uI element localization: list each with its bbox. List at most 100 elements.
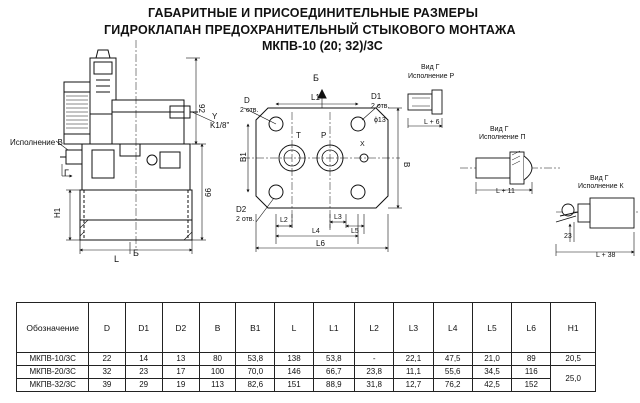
table-cell: 70,0 xyxy=(235,365,276,379)
col-header: D1 xyxy=(124,302,163,353)
table-header-row: Обозначение D D1 D2 B B1 L L1 L2 L3 L4 L… xyxy=(15,302,596,353)
page-title-line-1: ГАБАРИТНЫЕ И ПРИСОЕДИНИТЕЛЬНЫЕ РАЗМЕРЫ xyxy=(148,6,479,20)
table-cell: 39 xyxy=(88,378,126,392)
table-cell: 100 xyxy=(198,365,237,379)
side-view-dimensions xyxy=(55,57,215,254)
dimensions-table: Обозначение D D1 D2 B B1 L L1 L2 L3 L4 L… xyxy=(15,302,596,392)
dim-l3: L3 xyxy=(334,214,342,221)
section-b-marker: Б xyxy=(133,248,139,258)
mounting-face-view xyxy=(242,88,400,228)
section-g-marker: Г xyxy=(64,168,69,178)
table-cell: 151 xyxy=(274,378,314,392)
col-header: D2 xyxy=(161,302,200,353)
mounting-face-dimensions xyxy=(243,102,402,252)
variant-p-label: Исполнение Р xyxy=(408,73,455,80)
view-g-p-title: Вид Г xyxy=(421,64,440,71)
dim-d1: D1 xyxy=(371,92,382,101)
view-g-variant-k xyxy=(555,197,638,256)
col-header: L xyxy=(274,302,314,353)
dim-b1: B1 xyxy=(239,152,248,162)
technical-drawing: 92 Y K1/8" 99 H1 L Г Б Исполнение В xyxy=(10,40,638,264)
table-cell: 20,5 xyxy=(550,352,596,366)
view-g-pp-title: Вид Г xyxy=(490,126,509,133)
dim-l-plus-11: L + 11 xyxy=(496,188,515,195)
dim-92: 92 xyxy=(197,104,206,113)
table-cell: 23 xyxy=(124,365,163,379)
dim-l5: L5 xyxy=(351,228,359,235)
col-header: B xyxy=(198,302,237,353)
table-cell: 80 xyxy=(198,352,237,366)
table-row: МКПВ-20/3С 32 23 17 100 70,0 146 66,7 23… xyxy=(15,365,596,392)
dim-d-holes: 2 отв. xyxy=(240,107,259,114)
view-b-label: Б xyxy=(313,73,319,83)
dim-d2: D2 xyxy=(236,205,247,214)
port-t-label: T xyxy=(296,131,301,140)
dim-23: 23 xyxy=(564,233,572,240)
dim-b: B xyxy=(402,162,411,167)
table-cell: 66,7 xyxy=(312,365,356,379)
col-header: Обозначение xyxy=(15,302,90,353)
table-cell: 113 xyxy=(198,378,237,392)
col-header: L3 xyxy=(393,302,434,353)
dim-d: D xyxy=(244,96,250,105)
table-cell: 32 xyxy=(88,365,126,379)
col-header: H1 xyxy=(550,302,596,353)
table-cell: 53,8 xyxy=(235,352,276,366)
table-cell: 116 xyxy=(511,365,552,379)
dim-99: 99 xyxy=(203,188,212,197)
col-header: L2 xyxy=(354,302,395,353)
variant-k-label: Исполнение К xyxy=(578,183,625,190)
side-view xyxy=(60,40,198,250)
table-cell: 34,5 xyxy=(471,365,513,379)
table-cell: 152 xyxy=(511,378,552,392)
table-cell: 55,6 xyxy=(432,365,473,379)
dim-l: L xyxy=(114,254,119,264)
col-header: L6 xyxy=(511,302,552,353)
col-header: L5 xyxy=(471,302,513,353)
col-header: L1 xyxy=(312,302,356,353)
variant-v-label: Исполнение В xyxy=(10,138,63,147)
table-cell: 13 xyxy=(161,352,200,366)
table-row: МКПВ-10/3С 22 14 13 80 53,8 138 53,8 - 2… xyxy=(15,352,596,366)
table-cell-h1-merged: 25,0 xyxy=(550,365,596,392)
dim-l2: L2 xyxy=(280,217,288,224)
table-cell: 138 xyxy=(274,352,314,366)
table-cell: 11,1 xyxy=(393,365,434,379)
dim-l6: L6 xyxy=(316,239,325,248)
dim-d1-holes: 2 отв. xyxy=(371,103,390,110)
variant-pp-label: Исполнение П xyxy=(479,134,526,141)
col-header: L4 xyxy=(432,302,473,353)
table-cell: 21,0 xyxy=(471,352,513,366)
table-cell: 76,2 xyxy=(432,378,473,392)
table-cell: МКПВ-20/3С xyxy=(15,365,90,379)
table-cell: 47,5 xyxy=(432,352,473,366)
dim-phi13: ϕ13 xyxy=(374,117,386,124)
table-cell: - xyxy=(354,352,395,366)
table-cell: 31,8 xyxy=(354,378,395,392)
dim-k1-8: K1/8" xyxy=(210,121,229,130)
view-g-k-title: Вид Г xyxy=(590,175,609,182)
table-cell: 14 xyxy=(124,352,163,366)
table-row: МКПВ-32/3С 39 29 19 113 82,6 151 88,9 31… xyxy=(15,378,596,392)
table-cell: 19 xyxy=(161,378,200,392)
table-cell: 22,1 xyxy=(393,352,434,366)
dim-l1: L1 xyxy=(311,93,320,102)
dim-l4: L4 xyxy=(312,228,320,235)
table-cell: МКПВ-10/3С xyxy=(15,352,90,366)
port-x-label: X xyxy=(360,141,365,148)
view-g-variant-p xyxy=(407,89,443,128)
dim-h1: H1 xyxy=(53,207,62,218)
table-cell: 17 xyxy=(161,365,200,379)
model-designation: МКПВ-10 (20; 32)/3С xyxy=(262,39,383,53)
port-p-label: P xyxy=(321,131,326,140)
col-header: B1 xyxy=(235,302,276,353)
table-cell: 82,6 xyxy=(235,378,276,392)
table-cell: 29 xyxy=(124,378,163,392)
table-cell: 12,7 xyxy=(393,378,434,392)
table-cell: 88,9 xyxy=(312,378,356,392)
dimensions-table-container: Обозначение D D1 D2 B B1 L L1 L2 L3 L4 L… xyxy=(15,302,596,394)
table-cell: 89 xyxy=(511,352,552,366)
table-cell: 22 xyxy=(88,352,126,366)
table-cell: МКПВ-32/3С xyxy=(15,378,90,392)
dim-d2-holes: 2 отв. xyxy=(236,216,255,223)
